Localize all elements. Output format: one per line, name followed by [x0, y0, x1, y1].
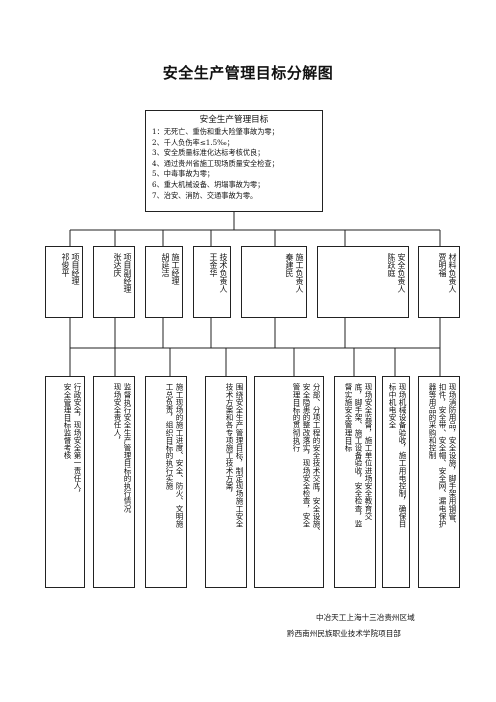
- goal-item-2: 2、千人负伤率≤1.5‰；: [152, 137, 234, 147]
- duty-construction-manager: 施工现场的施工进度、安全、防火、文明施工总负责，组织目标的执行实施: [145, 376, 187, 588]
- role-project-manager: 项目经理祁俊平: [45, 246, 83, 318]
- safety-goals-box: 安全生产管理目标 1：无死亡、重伤和重大险肇事故为零； 2、千人负伤率≤1.5‰…: [145, 110, 323, 212]
- footer-company: 中冶天工上海十三冶贵州区域: [316, 613, 415, 622]
- goals-heading: 安全生产管理目标: [199, 115, 269, 125]
- duty-construction-lead: 分部、分项工程的安全技术交底，安全设施、安全隐患的整改落实，现场安全检查，安全管…: [254, 376, 324, 588]
- duty-materials-lead: 现场消防用品，安全设施，脚手架用钢管、扣件，安全带、安全帽、安全网、漏电保护器等…: [418, 376, 460, 588]
- footer-project: 黔西南州民族职业技术学院项目部: [287, 629, 401, 638]
- role-materials-lead: 材料负责人贾明福: [418, 246, 460, 318]
- goal-item-4: 4、通过贵州省施工现场质量安全检查；: [152, 158, 279, 168]
- duty-safety-lead: 现场安全监督，施工单位进场安全教育交底，脚手架、施工设备验收，安全检查，监督实施…: [334, 376, 376, 588]
- goal-item-6: 6、重大机械设备、坍塌事故为零；: [152, 179, 265, 189]
- goal-item-1: 1：无死亡、重伤和重大险肇事故为零；: [152, 127, 279, 136]
- role-construction-lead: 施工负责人秦建民: [241, 246, 307, 318]
- duty-deputy-manager: 监督执行安全生产管理目标的执行情况现场安全责任人，: [93, 376, 135, 588]
- page-title: 安全生产管理目标分解图: [162, 64, 334, 82]
- role-construction-manager: 施工经理胡延洁: [145, 246, 183, 318]
- role-deputy-manager: 项目副经理张达庆: [93, 246, 135, 318]
- role-safety-lead: 安全负责人陈跃庭: [317, 246, 409, 318]
- goal-item-3: 3、安全质量标准化达标考核优良；: [152, 148, 265, 158]
- duty-project-manager: 行政安全，现场安全第一责任人，安全管理目标监督考核: [45, 376, 85, 588]
- role-technical-lead: 技术负责人王金华: [193, 246, 231, 318]
- goal-item-5: 5、中毒事故为零；: [152, 169, 215, 179]
- goal-item-7: 7、治安、消防、交通事故为零。: [152, 190, 258, 200]
- duty-technical-lead: 围绕安全生产管理目标，制定现场施工安全技术方案和各专项施工技术方案，: [205, 376, 247, 588]
- duty-equipment: 现场机械设备验收，施工用电控制，确保目标中机电安全: [382, 376, 410, 588]
